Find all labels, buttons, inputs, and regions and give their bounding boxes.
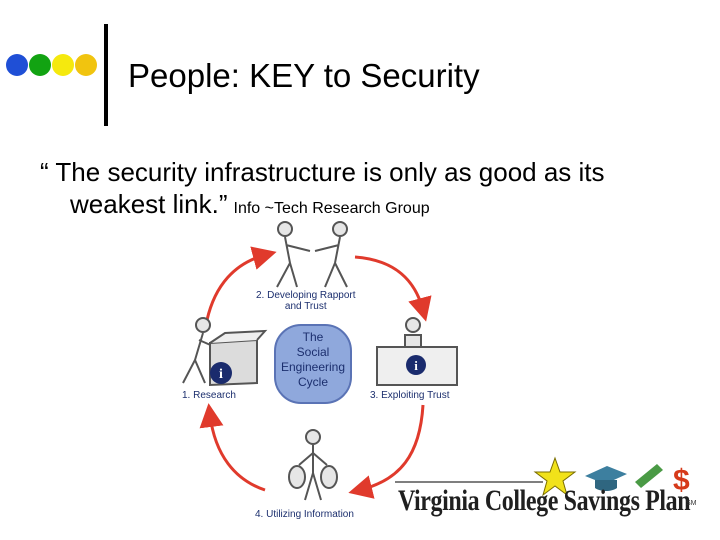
social-engineering-cycle-diagram: i i xyxy=(182,221,458,501)
title-divider xyxy=(104,24,108,126)
service-mark: SM xyxy=(686,500,697,507)
hub-line: The xyxy=(302,330,324,344)
svg-text:i: i xyxy=(414,358,418,373)
dollar-sign-icon: $ xyxy=(673,464,690,497)
quote-line-2: weakest link.” xyxy=(70,189,228,219)
exploiting-trust-figure-icon xyxy=(376,317,458,386)
stage-2-line-1: 2. Developing Rapport xyxy=(256,290,356,301)
hub-line: Engineering xyxy=(280,360,346,374)
quote-line-1: “ The security infrastructure is only as… xyxy=(40,157,605,187)
cycle-hub-label: The Social Engineering Cycle xyxy=(276,330,350,390)
stage-1-label: 1. Research xyxy=(182,390,236,401)
stage-4-label: 4. Utilizing Information xyxy=(255,509,354,520)
info-icon xyxy=(210,362,232,384)
handshake-figures-icon xyxy=(276,221,348,288)
hub-line: Social xyxy=(296,345,330,359)
info-icon xyxy=(406,355,426,375)
cycle-hub xyxy=(274,324,352,404)
cycle-arrow-bottom-right xyxy=(348,404,425,499)
hub-line: Cycle xyxy=(297,375,328,389)
cycle-arrow-bottom-left xyxy=(199,403,266,492)
quote-source: Info ~Tech Research Group xyxy=(233,200,430,217)
graduation-cap-icon xyxy=(585,466,627,484)
bullet-dots-decoration xyxy=(6,54,97,76)
diploma-icon xyxy=(635,464,663,488)
cycle-arrow-top-left xyxy=(205,246,277,321)
star-icon xyxy=(533,456,577,497)
money-bags-figure-icon xyxy=(288,429,338,501)
quote-block: “ The security infrastructure is only as… xyxy=(40,156,605,225)
svg-text:i: i xyxy=(219,367,223,382)
stage-3-label: 3. Exploiting Trust xyxy=(370,390,450,401)
logo-graphic: $ xyxy=(395,456,690,497)
cycle-arrow-top-right xyxy=(354,255,432,322)
slide-title: People: KEY to Security xyxy=(128,57,480,94)
logo-text: Virginia College Savings Plan xyxy=(398,484,691,517)
stage-2-line-2: and Trust xyxy=(284,301,327,312)
stage-2-label: 2. Developing Rapport and Trust xyxy=(256,290,356,312)
